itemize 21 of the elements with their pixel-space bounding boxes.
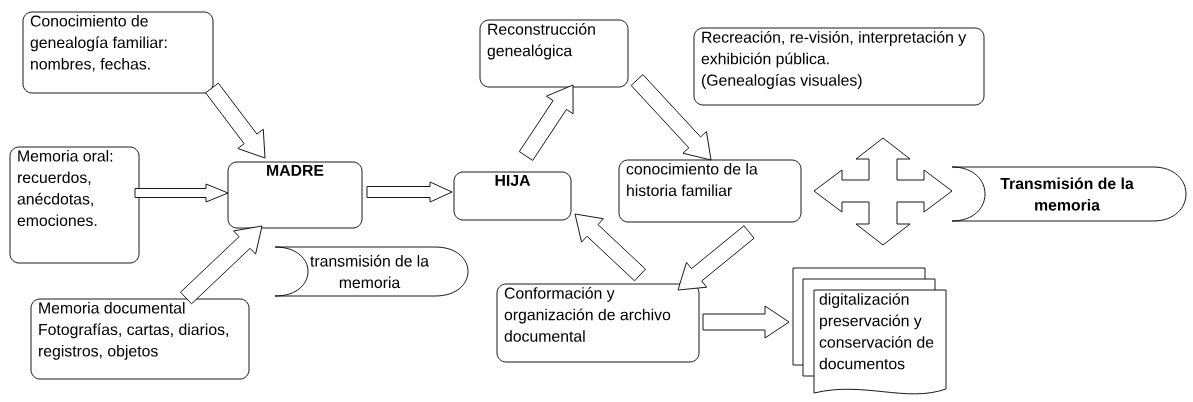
block-arrow <box>677 225 755 291</box>
text-box: Conformación y organización de archivo documental <box>496 283 700 363</box>
text-box: conocimiento de la historia familiar <box>618 159 802 223</box>
text-box: Reconstrucción genealógica <box>479 19 629 88</box>
text-box: Conocimiento de genealogía familiar: nombres, fechas. <box>22 11 214 94</box>
node-label: digitalización preservación y conservación de documentos <box>819 293 934 370</box>
block-arrow <box>630 74 712 161</box>
text-box: MADRE <box>227 161 363 229</box>
document-stack: digitalización preservación y conservación de documentos <box>792 267 947 395</box>
block-arrow <box>205 82 266 159</box>
block-arrow <box>518 84 574 161</box>
block-arrow <box>134 183 229 203</box>
text-box: Recreación, re-visión, interpretación y exhibición pública. (Genealogías visuales) <box>693 27 985 106</box>
text-box: HIJA <box>453 171 572 221</box>
block-arrow <box>180 225 263 305</box>
block-arrow <box>702 305 790 339</box>
block-arrow <box>574 213 646 282</box>
four-way-arrow <box>813 137 953 246</box>
text-box: Memoria oral: recuerdos, anécdotas, emociones. <box>9 146 140 264</box>
block-arrow <box>366 181 453 203</box>
text-box: Memoria documental Fotografías, cartas, diarios, registros, objetos <box>30 298 250 380</box>
